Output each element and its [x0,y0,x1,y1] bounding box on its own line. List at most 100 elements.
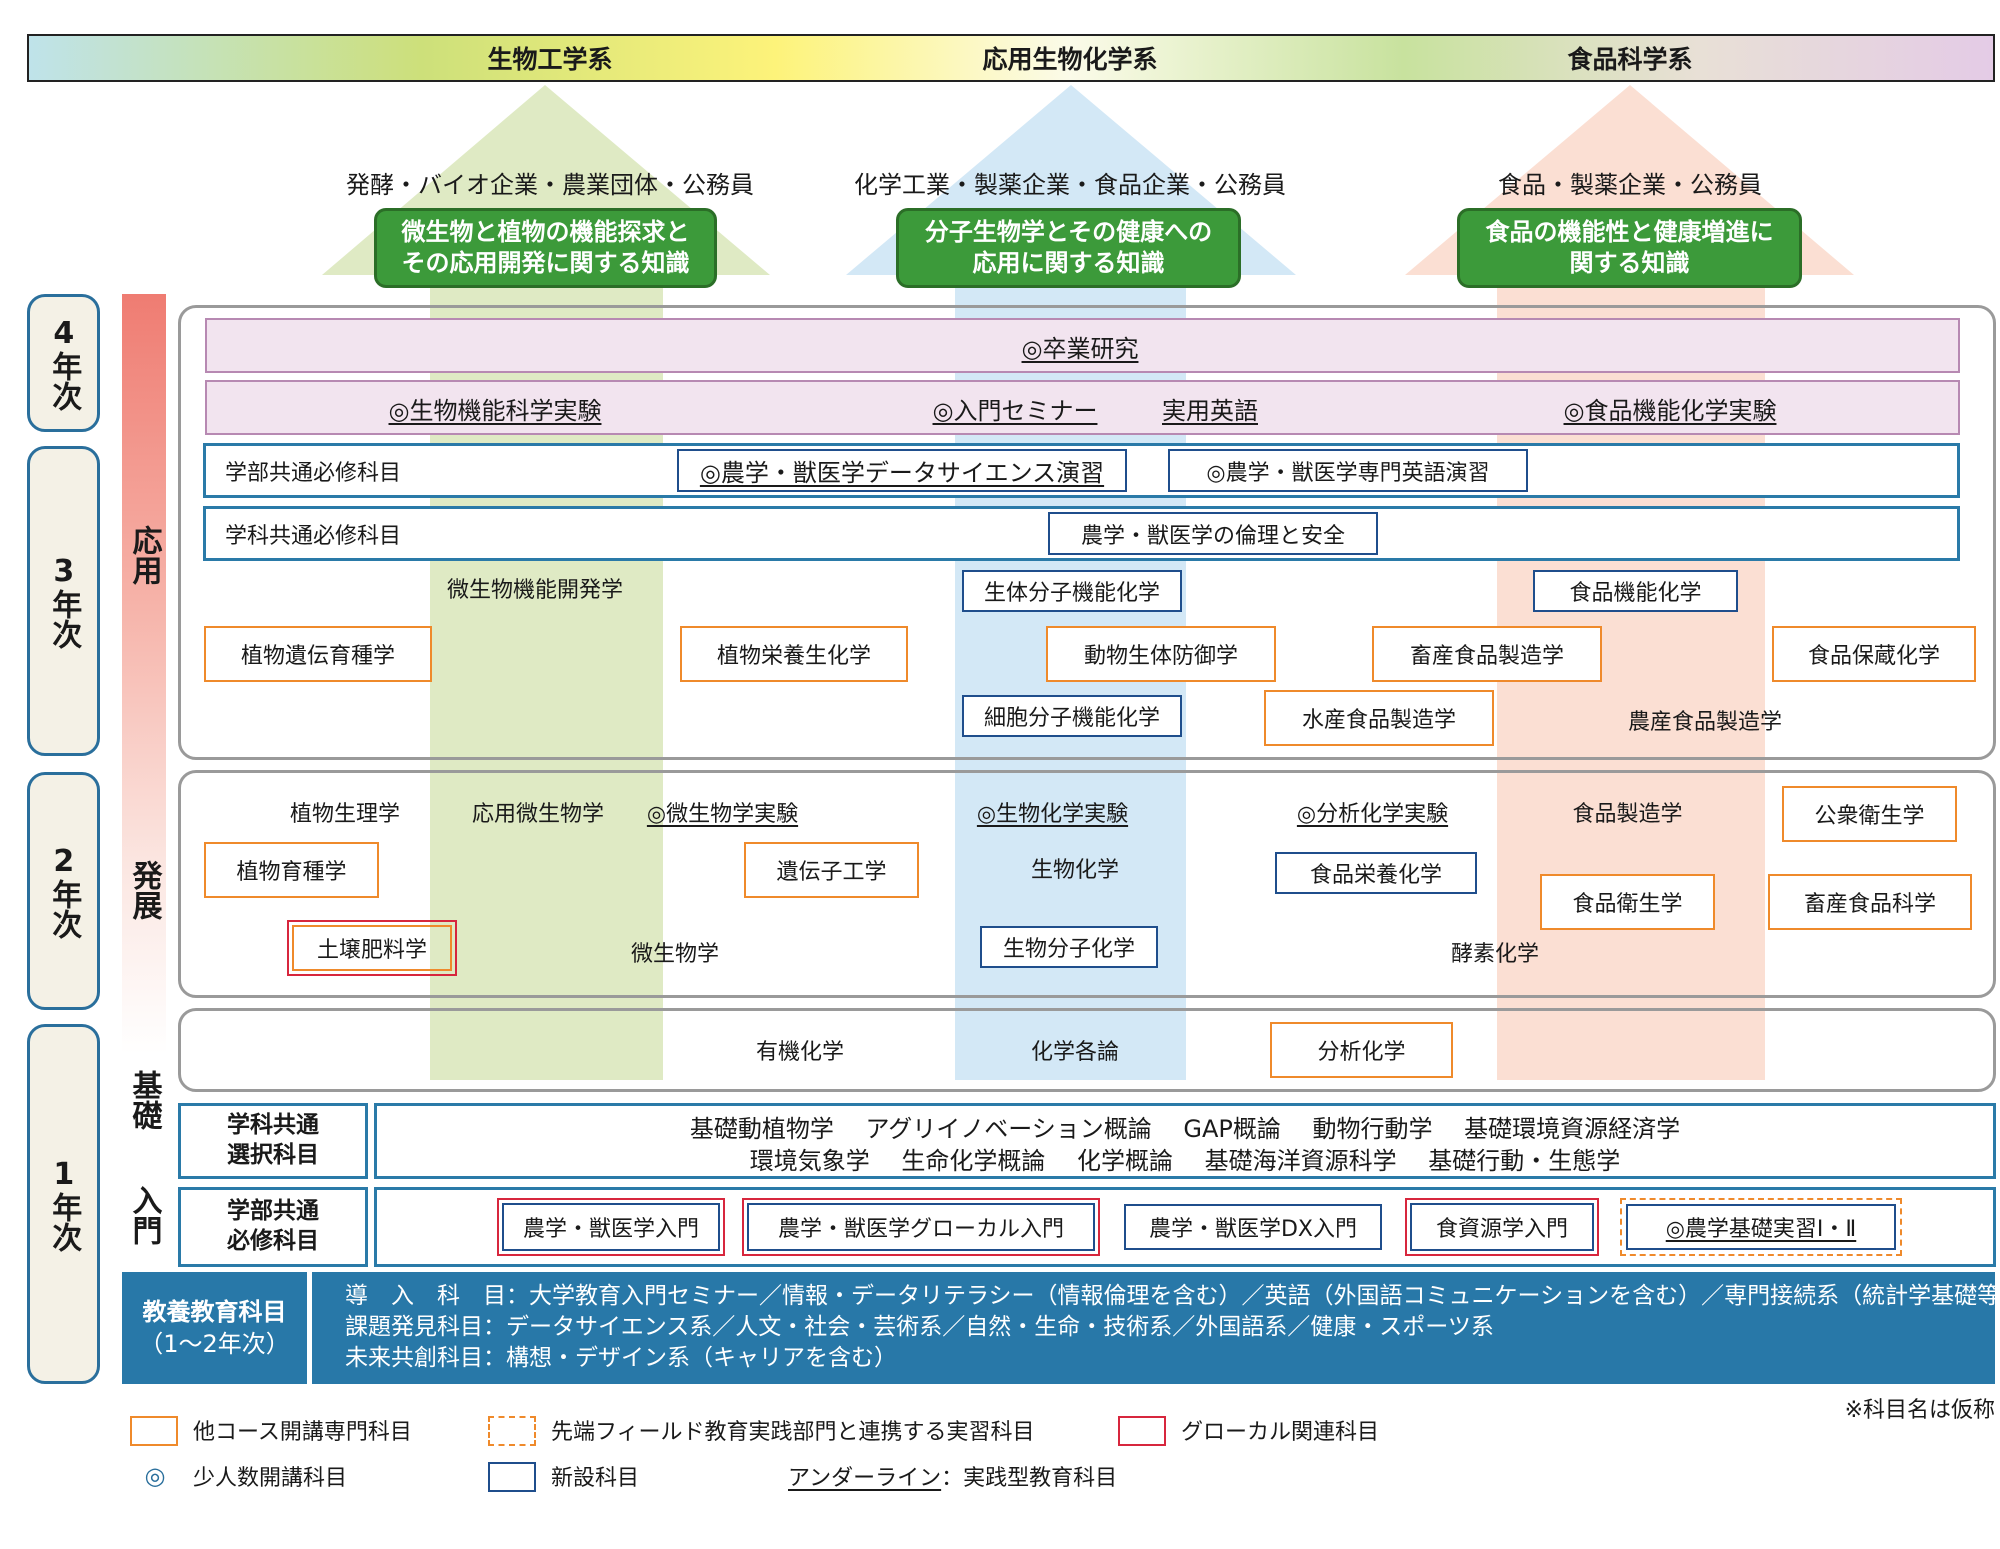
knowledge-food-line2: 関する知識 [1569,249,1690,277]
course-food-manufacturing[interactable]: 食品製造学 [1572,802,1683,827]
panel-upper [178,305,1996,760]
course-biochem-experiment[interactable]: ◎生物化学実験 [976,802,1129,827]
knowledge-applied-line2: 応用に関する知識 [972,249,1165,277]
legend-new-course: 新設科目 [551,1466,640,1491]
faculty-required-label-y1: 学部共通 必修科目 [178,1187,368,1267]
legend-swatch-glocal [1118,1416,1166,1446]
course-agri-food-manufacturing[interactable]: 農産食品製造学 [1627,710,1782,735]
course-analytical-chem[interactable]: 分析化学 [1270,1022,1453,1078]
course-agri-basic-practice-label: ◎農学基礎実習Ⅰ・Ⅱ [1626,1204,1896,1250]
legend-swatch-other-course [130,1416,178,1446]
row-dept-elective [374,1103,1996,1179]
legend-practical: ：実践型教育科目 [941,1466,1118,1491]
liberal-arts-band [122,1272,1995,1384]
year-label-3: 3年次 [27,446,100,756]
course-plant-breeding[interactable]: 植物育種学 [204,842,379,898]
career-bioeng: 発酵・バイオ企業・農業団体・公務員 [346,170,754,199]
course-plant-genetics-breeding[interactable]: 植物遺伝育種学 [204,626,432,682]
faculty-required-label-y3: 学部共通必修科目 [225,461,402,486]
liberal-arts-line3: 未来共創科目：構想・デザイン系（キャリアを含む） [345,1345,897,1371]
course-marine-food-manufacturing[interactable]: 水産食品製造学 [1264,690,1494,746]
course-microbial-function-dev[interactable]: 微生物機能開発学 [446,578,623,603]
knowledge-box-bioeng: 微生物と植物の機能探求と その応用開発に関する知識 [374,208,717,288]
field-header-bar [27,34,1995,82]
course-biochemistry[interactable]: 生物化学 [1030,858,1119,883]
dept-elective-courses-line1[interactable]: 基礎動植物学 アグリイノベーション概論 GAP概論 動物行動学 基礎環境資源経済… [689,1114,1681,1143]
course-agri-vet-glocal-intro[interactable]: 農学・獣医学グローカル入門 [742,1198,1100,1256]
course-enzyme-chem[interactable]: 酵素化学 [1450,942,1539,967]
course-biomolecular-chem[interactable]: 生物分子化学 [980,926,1158,968]
row-graduation-research [205,318,1960,373]
course-food-nutrition-chem[interactable]: 食品栄養化学 [1275,852,1477,894]
career-food: 食品・製薬企業・公務員 [1498,170,1762,199]
course-agri-vet-glocal-intro-label: 農学・獣医学グローカル入門 [747,1203,1095,1251]
course-cell-molecular-function-chem[interactable]: 細胞分子機能化学 [962,695,1182,737]
course-specialized-english[interactable]: ◎農学・獣医学専門英語演習 [1168,449,1528,492]
course-public-health[interactable]: 公衆衛生学 [1782,786,1957,842]
course-biomolecular-function-chem[interactable]: 生体分子機能化学 [962,570,1182,612]
course-data-science-exercise[interactable]: ◎農学・獣医学データサイエンス演習 [677,449,1127,492]
course-organic-chem[interactable]: 有機化学 [755,1040,844,1065]
course-livestock-food-science[interactable]: 畜産食品科学 [1768,874,1972,930]
dept-elective-courses-line2[interactable]: 環境気象学 生命化学概論 化学概論 基礎海洋資源科学 基礎行動・生態学 [749,1146,1621,1175]
course-food-function-experiment[interactable]: ◎食品機能化学実験 [1563,396,1777,425]
dept-elective-label-line1: 学科共通 [227,1112,319,1139]
field-label-bioeng: 生物工学系 [487,45,613,74]
year-label-2: 2年次 [27,772,100,1010]
stage-ouyou: 応用 [126,525,162,585]
liberal-arts-label-line2: （1〜2年次） [139,1330,290,1358]
course-food-resources-intro-label: 食資源学入門 [1410,1203,1594,1251]
stage-gradient-bar [122,294,166,1054]
legend-small-class-mark: ◎ [144,1462,166,1490]
legend-other-course: 他コース開講専門科目 [193,1420,412,1445]
course-genetic-engineering[interactable]: 遺伝子工学 [744,842,919,898]
course-soil-fertilizer-label: 土壌肥料学 [292,925,452,971]
dept-elective-label: 学科共通 選択科目 [178,1103,368,1179]
liberal-arts-label-line1: 教養教育科目 [142,1297,287,1326]
course-plant-nutrition-biochem[interactable]: 植物栄養生化学 [680,626,908,682]
course-agri-vet-dx-intro[interactable]: 農学・獣医学DX入門 [1124,1204,1382,1250]
course-intro-seminar[interactable]: ◎入門セミナー [932,396,1098,425]
stage-nyumon: 入門 [126,1185,162,1245]
course-applied-microbiology[interactable]: 応用微生物学 [471,802,604,827]
year-label-1: 1年次 [27,1024,100,1384]
dept-required-label-y3: 学科共通必修科目 [225,524,402,549]
legend-glocal: グローカル関連科目 [1181,1420,1380,1445]
course-microbiology-experiment[interactable]: ◎微生物学実験 [646,802,799,827]
legend-field-practice: 先端フィールド教育実践部門と連携する実習科目 [551,1420,1035,1445]
course-practical-english[interactable]: 実用英語 [1162,396,1258,425]
course-biofunction-experiment[interactable]: ◎生物機能科学実験 [388,396,602,425]
career-applied-biochem: 化学工業・製薬企業・食品企業・公務員 [854,170,1286,199]
course-livestock-food-manufacturing[interactable]: 畜産食品製造学 [1372,626,1602,682]
row-year4-second [205,380,1960,435]
course-plant-physiology[interactable]: 植物生理学 [289,802,400,827]
course-agri-vet-intro[interactable]: 農学・獣医学入門 [497,1198,725,1256]
field-label-food-science: 食品科学系 [1567,45,1693,74]
legend-underline-word: アンダーライン [788,1466,942,1491]
course-food-hygiene[interactable]: 食品衛生学 [1540,874,1715,930]
course-food-preservation-chem[interactable]: 食品保蔵化学 [1772,626,1976,682]
course-graduation-research[interactable]: ◎卒業研究 [1021,334,1139,363]
course-chemistry-topics[interactable]: 化学各論 [1030,1040,1119,1065]
course-food-resources-intro[interactable]: 食資源学入門 [1405,1198,1599,1256]
provisional-name-note: ※科目名は仮称 [1844,1398,1995,1423]
liberal-arts-label: 教養教育科目 （1〜2年次） [122,1272,312,1384]
course-food-function-chem[interactable]: 食品機能化学 [1533,570,1738,612]
knowledge-box-applied-biochem: 分子生物学とその健康への 応用に関する知識 [896,208,1241,288]
stage-kiso: 基礎 [126,1070,162,1130]
course-ethics-safety[interactable]: 農学・獣医学の倫理と安全 [1048,512,1378,555]
course-microbiology[interactable]: 微生物学 [630,942,719,967]
knowledge-bioeng-line2: その応用開発に関する知識 [401,249,690,277]
course-analytical-chem-experiment[interactable]: ◎分析化学実験 [1296,802,1449,827]
knowledge-bioeng-line1: 微生物と植物の機能探求と [401,217,690,246]
faculty-required-label-y1-line2: 必修科目 [227,1228,319,1254]
legend-swatch-new-course [488,1462,536,1492]
knowledge-applied-line1: 分子生物学とその健康への [924,217,1213,246]
course-animal-biodefense[interactable]: 動物生体防御学 [1046,626,1276,682]
panel-year1-kiso [178,1008,1996,1092]
knowledge-box-food: 食品の機能性と健康増進に 関する知識 [1457,208,1802,288]
dept-elective-label-line2: 選択科目 [227,1142,319,1168]
legend-small-class: 少人数開講科目 [193,1466,348,1491]
course-agri-basic-practice[interactable]: ◎農学基礎実習Ⅰ・Ⅱ [1620,1198,1902,1256]
course-soil-fertilizer[interactable]: 土壌肥料学 [287,920,457,976]
